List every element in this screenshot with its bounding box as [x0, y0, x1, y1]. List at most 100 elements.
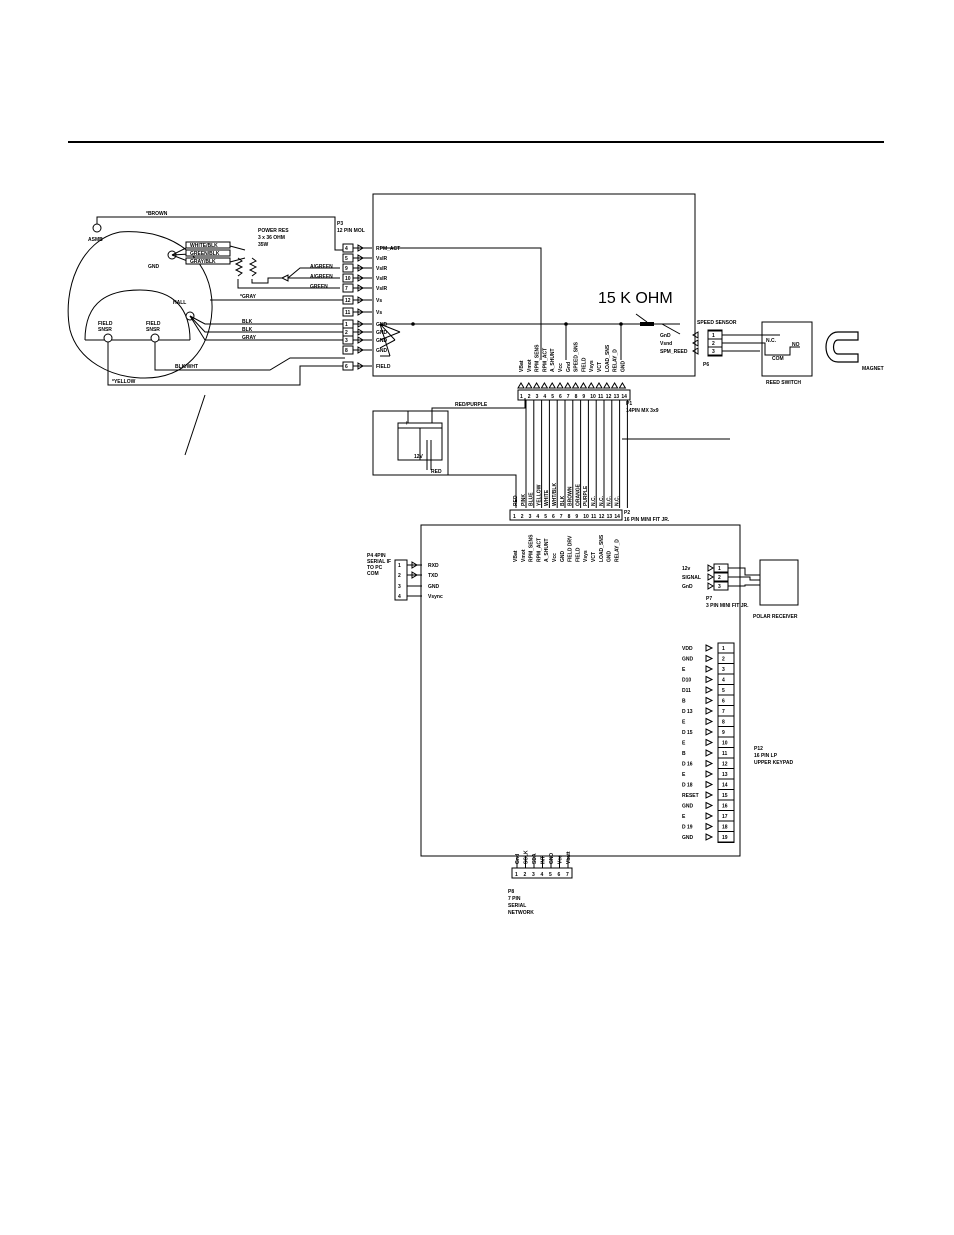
- field-label-2: FIELD: [146, 321, 161, 327]
- power-resistor-2: [248, 257, 258, 277]
- p7-pin-box: [713, 581, 729, 591]
- power-res-value: 3 x 36 OHM: [258, 235, 285, 241]
- p3-signal-label: VsIR: [376, 266, 388, 272]
- lower-connector-wire-label: N.C.: [607, 495, 613, 506]
- p12-signal: E: [682, 667, 686, 673]
- battery-label: RED/PURPLE: [455, 402, 488, 408]
- p12-arrow: [705, 644, 714, 652]
- speed-sensor-title: SPEED SENSOR: [697, 320, 737, 326]
- top-connector-signal: FIELD: [581, 357, 587, 372]
- p3-signal-label: GND: [376, 338, 388, 344]
- p4-pin-number: 2: [398, 573, 401, 579]
- top-connector-arrow: [556, 382, 564, 389]
- p8-signal: SCLK: [524, 850, 530, 864]
- p3-subtitle: 12 PIN MOL: [337, 228, 365, 234]
- speed-sensor-pin-box: [707, 346, 723, 356]
- p8-signal: SDA: [532, 853, 538, 864]
- p3-signal-label: Vs: [376, 298, 382, 304]
- main-board-signal: Vcc: [552, 553, 558, 562]
- p7-pin-number: 3: [718, 584, 721, 590]
- p12-signal: D10: [682, 678, 691, 684]
- speed-sensor-arrow: [692, 347, 699, 355]
- motor-assembly: ASMB HALL FIELD SNSR FIELD SNSR GND WHIT…: [67, 211, 345, 456]
- p12-pin-number: 3: [722, 667, 725, 673]
- main-board-signal: RELAY_D: [614, 539, 620, 562]
- p3-pin-number: 6: [345, 364, 348, 370]
- p4-pin-number: 3: [398, 584, 401, 590]
- top-connector-signal: Gnd: [566, 362, 572, 372]
- top-connector-pin-number: 3: [536, 394, 539, 400]
- p3-pin-number: 8: [345, 348, 348, 354]
- main-board-signal: VCT: [591, 552, 597, 562]
- lower-connector-pin-number: 14: [614, 514, 620, 520]
- p12-pin-number: 13: [722, 772, 728, 778]
- top-connector-pin-number: 11: [598, 394, 604, 400]
- lower-connector-pin-number: 3: [529, 514, 532, 520]
- p12-signal: RESET: [682, 793, 699, 799]
- main-board-signal: FIELD: [575, 547, 581, 562]
- p3-signal-label: GND: [376, 330, 388, 336]
- p3-signal-label: RPM_ACT: [376, 246, 400, 252]
- lower-connector-housing: [509, 509, 623, 521]
- top-connector-arrow: [571, 382, 580, 389]
- p7-signal: 12v: [682, 566, 691, 572]
- main-board: [420, 524, 741, 857]
- reed-nc-label: N.C.: [766, 338, 777, 344]
- hall-wire-3-label: GRAY: [242, 335, 257, 341]
- reed-switch: N.C. NO COM REED SWITCH: [722, 321, 813, 386]
- p12-pin-number: 16: [722, 804, 728, 810]
- p12-arrow: [705, 728, 714, 736]
- p12-arrow: [705, 675, 714, 684]
- p12-arrow: [705, 686, 714, 694]
- p4-title-3: TO PC: [367, 565, 383, 571]
- top-connector-pin-number: 6: [559, 394, 562, 400]
- p12-arrow: [705, 717, 714, 726]
- top-connector-arrow: [587, 382, 596, 389]
- lower-connector-pin-number: 11: [591, 514, 597, 520]
- resistor-15k-label: 15 K OHM: [598, 290, 673, 307]
- p12-arrow: [705, 780, 714, 789]
- speed-sensor-arrow: [692, 331, 699, 339]
- p8-pin-number: 1: [515, 872, 518, 878]
- speed-sensor-pin-number: 2: [712, 341, 715, 347]
- p12-pin-number: 5: [722, 688, 725, 694]
- lower-connector-wire-label: N.C.: [614, 495, 620, 506]
- lower-connector-pin-number: 10: [583, 514, 589, 520]
- speed-sensor-pin-box: [707, 330, 723, 340]
- p4-title-2: SERIAL IF: [367, 559, 391, 565]
- speed-sensor-pin-number: 3: [712, 349, 715, 355]
- p4-title-4: COM: [367, 571, 379, 577]
- field-sub-2: SNSR: [146, 327, 160, 333]
- p12-signal: D11: [682, 688, 691, 694]
- main-board-signal: LOAD_SNS: [599, 534, 605, 562]
- top-connector-signal: VCT: [597, 362, 603, 372]
- speed-sensor-arrow: [692, 339, 699, 347]
- p12-pin-number: 12: [722, 762, 728, 768]
- lower-connector-label-2: 16 PIN MINI FIT JR.: [624, 517, 670, 523]
- top-connector-arrow: [618, 382, 627, 389]
- p4-signal: TXD: [428, 573, 438, 579]
- lead-b-label: A/GREEN: [310, 274, 333, 280]
- main-board-signal: FIELD DRV: [568, 535, 574, 562]
- top-connector-signal: LOAD_SNS: [605, 344, 611, 372]
- p12-pin-number: 10: [722, 741, 728, 747]
- ground-label: GND: [148, 264, 160, 270]
- top-connector-arrow: [517, 382, 525, 389]
- p3-signal-label: GND: [376, 348, 388, 354]
- p7-pin-box: [713, 563, 729, 573]
- p4-signal: GND: [428, 584, 440, 590]
- blk-wht-note: BLK/WHT: [175, 364, 198, 370]
- p4-signal: RXD: [428, 563, 439, 569]
- p12-signal: GND: [682, 835, 694, 841]
- p7-arrow: [707, 564, 714, 572]
- p12-arrow: [705, 749, 714, 757]
- p12-pin-number: 15: [722, 793, 728, 799]
- lower-connector-wire-label: YELLOW: [536, 484, 542, 506]
- polar-receiver: [759, 559, 799, 606]
- hall-wire-1-label: BLK: [242, 319, 253, 325]
- speed-sensor-pin-box: [707, 338, 723, 348]
